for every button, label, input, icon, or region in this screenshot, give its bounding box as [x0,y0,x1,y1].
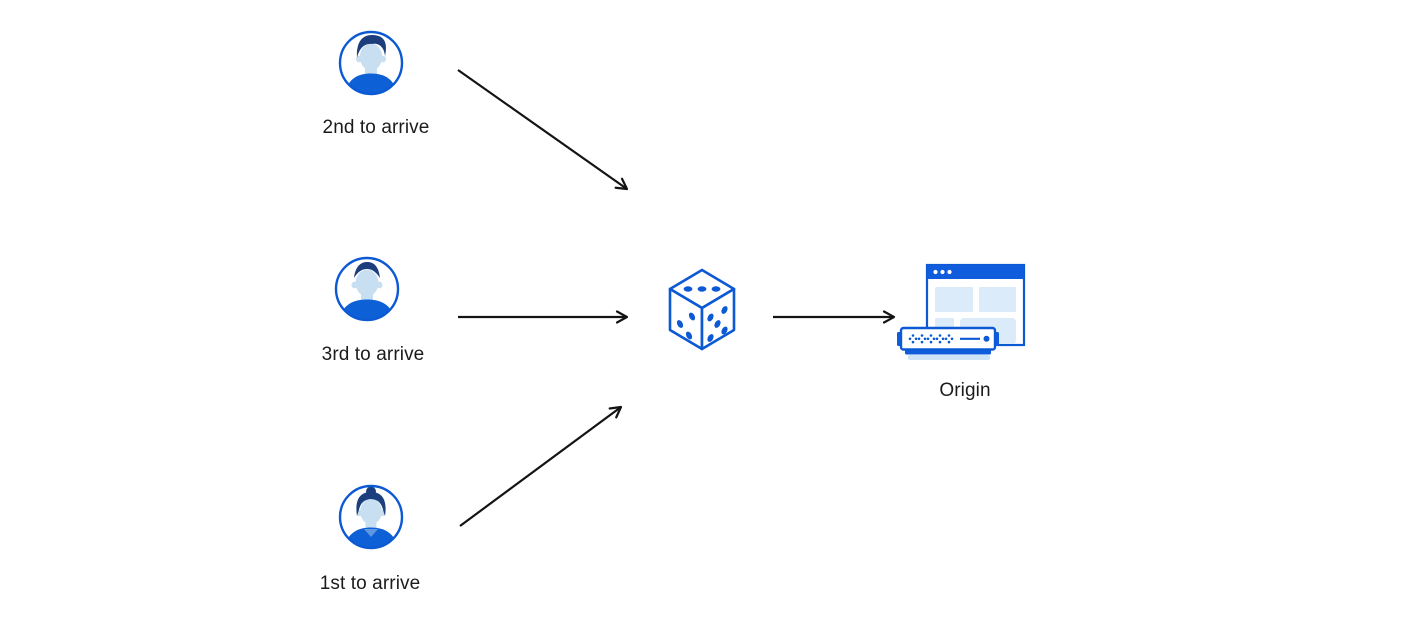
dice-icon [668,268,736,351]
label-user-middle: 3rd to arrive [321,344,425,365]
label-origin: Origin [939,380,991,401]
avatar-ring [338,484,404,550]
label-user-top: 2nd to arrive [322,117,430,138]
dice-cube [668,268,736,351]
server-box [897,326,999,360]
node-user-top [337,29,405,102]
arrow-user-bottom-to-dice [459,405,623,527]
user-female-avatar-icon [338,484,404,550]
user-male-avatar-icon [338,30,404,96]
avatar-hair [356,34,386,58]
node-user-bottom [337,483,405,556]
server-vent-dots [908,334,954,344]
user-male-avatar-icon [334,256,400,322]
server-indicator-light [983,335,990,342]
node-random-selector [667,268,737,357]
avatar-hair [354,262,380,278]
dice-pips [676,286,728,342]
avatar-ring [334,256,400,322]
avatar-figure [345,34,397,94]
avatar-figure [344,486,398,548]
avatar-face [355,269,379,297]
browser-titlebar [927,265,1024,279]
node-origin [896,262,1028,369]
avatar-face [360,498,382,525]
label-user-bottom: 1st to arrive [319,573,421,594]
avatar-collar [364,529,378,537]
avatar-ring [338,30,404,96]
server-shadow [908,355,990,360]
avatar-shirt [344,527,398,548]
node-user-middle [333,255,401,328]
origin-server-icon [897,263,1026,360]
avatar-shirt [345,73,397,94]
arrow-user-top-to-dice [457,69,629,191]
avatar-hair [356,492,386,516]
avatar-face [359,43,383,71]
browser-titlebar-dots [933,269,952,275]
